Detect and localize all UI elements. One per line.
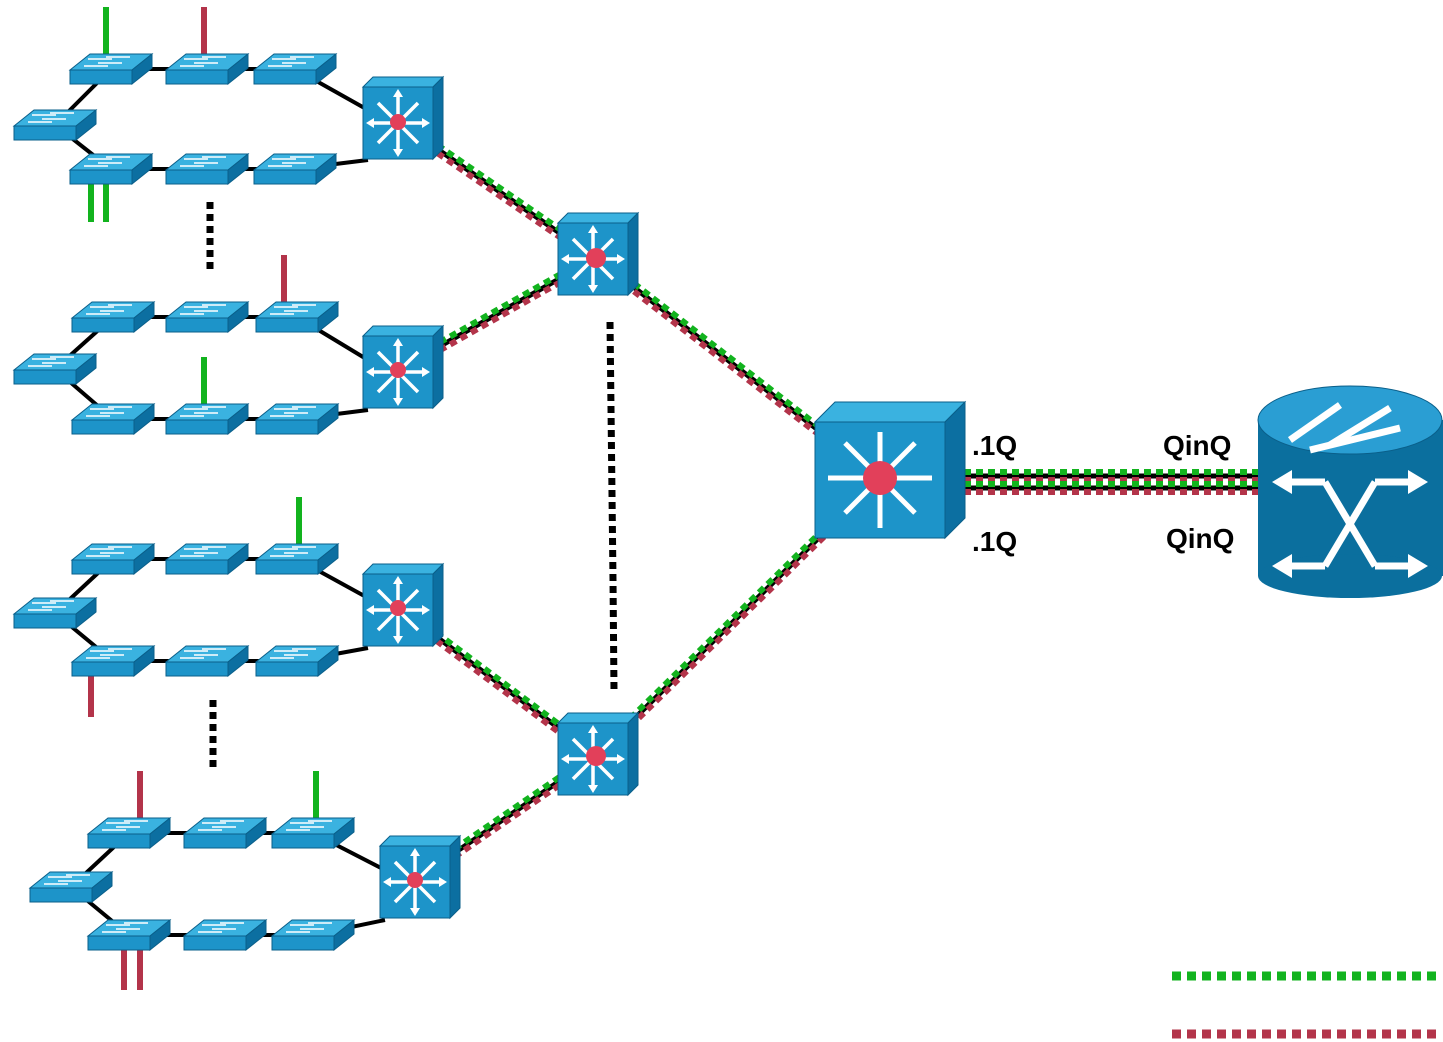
access-switch-icon [13, 597, 97, 629]
service-dot [586, 746, 606, 766]
access-switch-icon [71, 403, 155, 435]
access-switch-icon [165, 301, 249, 333]
ellipsis-middle [606, 321, 618, 691]
access-switch-icon [255, 301, 339, 333]
access-switch-icon [183, 919, 267, 951]
access-switch-icon [13, 109, 97, 141]
access-switch-icon [255, 403, 339, 435]
label-qinq-upper: QinQ [1163, 430, 1231, 461]
access-switch-icon [71, 543, 155, 575]
access-switch-icon [271, 817, 355, 849]
service-dot [390, 114, 406, 130]
access-switch-icon [255, 543, 339, 575]
dist-core-lower-green-service [593, 471, 883, 755]
service-dot [863, 461, 897, 495]
access-switch-icon [165, 645, 249, 677]
dist-core-lower-red-service [593, 479, 883, 763]
access-switch-icon [71, 301, 155, 333]
service-dot [390, 600, 406, 616]
service-dots [390, 114, 897, 888]
service-dot [586, 248, 606, 268]
access-switch-icon [165, 53, 249, 85]
access-switch-icon [165, 153, 249, 185]
access-switch-icon [253, 153, 337, 185]
access-switch-icon [87, 817, 171, 849]
service-dot [407, 872, 423, 888]
router-icon [1287, 402, 1410, 570]
label-dot1q-lower: .1Q [972, 526, 1017, 557]
access-switch-icon [255, 645, 339, 677]
access-switch-icon [29, 871, 113, 903]
access-switch-icon [71, 645, 155, 677]
access-switch-icon [165, 403, 249, 435]
service-dot [390, 362, 406, 378]
access-switch-icon [253, 53, 337, 85]
access-switch-icon [69, 53, 153, 85]
label-qinq-lower: QinQ [1166, 523, 1234, 554]
access-switch-icon [13, 353, 97, 385]
provider-router [1257, 385, 1443, 598]
access-switch-icon [87, 919, 171, 951]
access-switch-icon [69, 153, 153, 185]
access-switch-icon [183, 817, 267, 849]
label-dot1q-upper: .1Q [972, 430, 1017, 461]
access-switch-icon [271, 919, 355, 951]
access-switch-layer [13, 53, 355, 951]
access-switch-icon [165, 543, 249, 575]
